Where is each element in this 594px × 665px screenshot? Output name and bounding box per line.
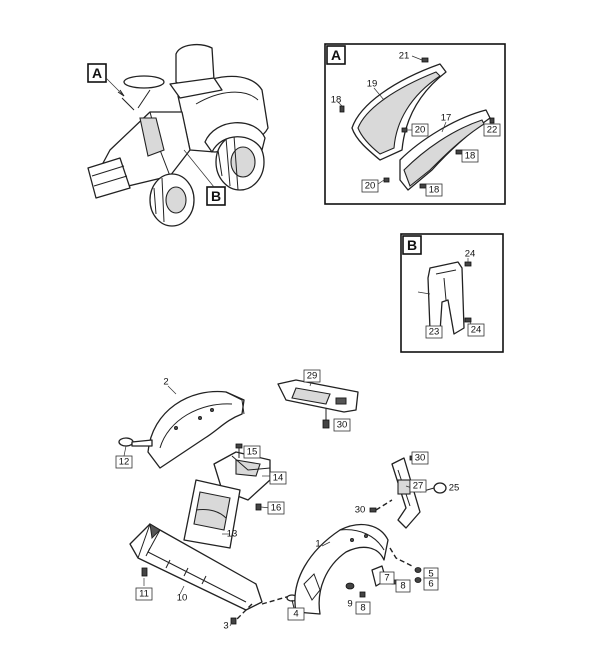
part-5-6-hardware xyxy=(414,567,422,583)
callout-4: 4 xyxy=(293,609,298,620)
callout-22: 22 xyxy=(487,125,498,136)
callout-18: 18 xyxy=(465,151,476,162)
callout-12: 12 xyxy=(119,457,130,468)
svg-text:A: A xyxy=(331,47,341,63)
callout-b-overview: B xyxy=(183,149,226,206)
callout-24: 24 xyxy=(471,325,482,336)
callout-13: 13 xyxy=(227,529,238,540)
callout-5: 5 xyxy=(428,569,433,580)
callout-3: 3 xyxy=(223,621,228,632)
callout-16: 16 xyxy=(271,503,282,514)
part-12-knob xyxy=(118,437,153,457)
callout-18: 18 xyxy=(429,185,440,196)
callout-24: 24 xyxy=(465,249,476,260)
callout-30: 30 xyxy=(337,420,348,431)
callout-a-overview: A xyxy=(87,63,125,97)
svg-text:B: B xyxy=(407,237,417,253)
callout-19: 19 xyxy=(367,79,378,90)
part-9-nut xyxy=(345,582,355,590)
part-2-rear-fender xyxy=(147,385,245,469)
callout-7: 7 xyxy=(384,573,389,584)
callout-23: 23 xyxy=(429,327,440,338)
part-29-bracket xyxy=(277,379,359,429)
callout-20: 20 xyxy=(415,125,426,136)
callout-30: 30 xyxy=(355,505,366,516)
callout-9: 9 xyxy=(347,599,352,610)
callout-20: 20 xyxy=(365,181,376,192)
callout-29: 29 xyxy=(307,371,318,382)
detail-view-b: B xyxy=(400,233,504,353)
part-1-front-fender xyxy=(294,523,389,615)
callout-10: 10 xyxy=(177,593,188,604)
callout-6: 6 xyxy=(428,579,433,590)
part-27-bracket xyxy=(391,457,421,529)
callout-30: 30 xyxy=(415,453,426,464)
callout-14: 14 xyxy=(273,473,284,484)
callout-8: 8 xyxy=(400,581,405,592)
part-3-screw xyxy=(229,603,253,627)
callout-18: 18 xyxy=(331,95,342,106)
callout-1: 1 xyxy=(315,539,320,550)
part-13-panel xyxy=(183,479,241,549)
svg-text:A: A xyxy=(92,65,102,81)
callout-11: 11 xyxy=(139,589,149,600)
callout-27: 27 xyxy=(413,481,424,492)
tractor-overview xyxy=(87,43,269,227)
callout-21: 21 xyxy=(399,51,410,62)
callout-2: 2 xyxy=(163,377,168,388)
part-10-front-bumper xyxy=(129,523,263,611)
part-11-screw xyxy=(141,567,148,586)
callout-17: 17 xyxy=(441,113,452,124)
callout-15: 15 xyxy=(247,447,258,458)
callout-8: 8 xyxy=(360,603,365,614)
callout-25: 25 xyxy=(449,483,460,494)
svg-text:B: B xyxy=(211,188,221,204)
callout-labels: 21 19 18 17 22 20 18 20 18 24 24 23 2 29… xyxy=(115,51,501,632)
